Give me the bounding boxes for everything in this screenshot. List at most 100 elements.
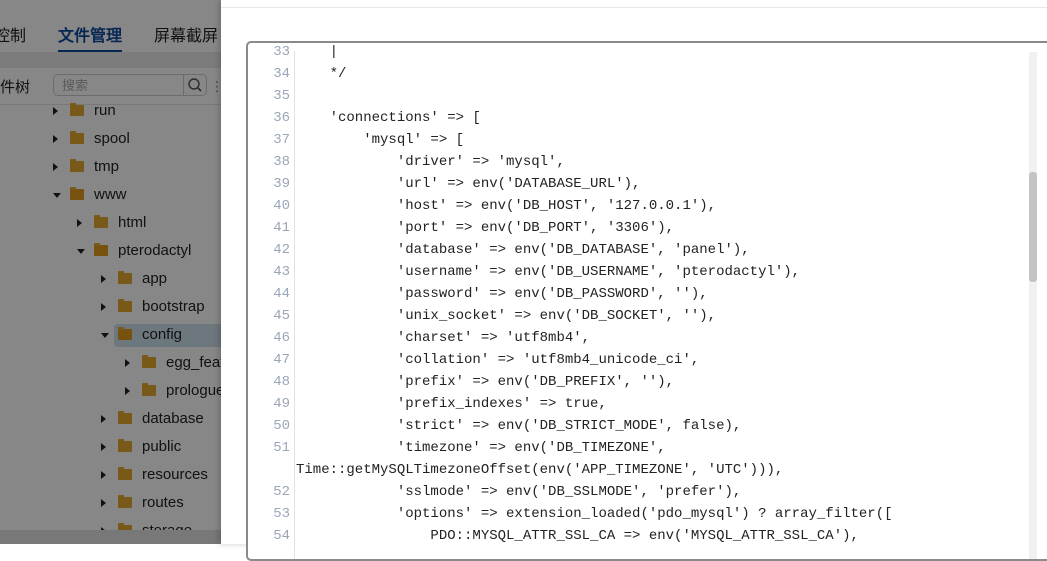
tree-item-label: run (94, 102, 116, 119)
line-number: 53 (273, 506, 290, 522)
folder-icon (118, 271, 132, 284)
modal-overlay[interactable] (0, 0, 221, 544)
tree-item-routes[interactable]: routes (0, 489, 260, 517)
tree-item-spool[interactable]: spool (0, 125, 260, 153)
line-text: 'connections' => [ (296, 110, 481, 126)
tree-item-public[interactable]: public (0, 433, 260, 461)
tab-control[interactable]: 控制 (0, 28, 27, 45)
tree-item-resources[interactable]: resources (0, 461, 260, 489)
vertical-scrollbar[interactable] (1029, 52, 1037, 559)
search-button[interactable] (183, 75, 206, 95)
line-number: 34 (273, 66, 290, 82)
caret-right-icon[interactable] (125, 359, 130, 367)
caret-down-icon[interactable] (53, 193, 61, 198)
bottom-band (0, 530, 260, 544)
caret-right-icon[interactable] (101, 499, 106, 507)
code-line: 41 'port' => env('DB_PORT', '3306'), (248, 217, 1038, 239)
caret-right-icon[interactable] (101, 415, 106, 423)
code-line: Time::getMySQLTimezoneOffset(env('APP_TI… (248, 459, 1038, 481)
tree-item-run[interactable]: run (0, 97, 260, 125)
caret-right-icon[interactable] (53, 135, 58, 143)
caret-right-icon[interactable] (53, 107, 58, 115)
folder-open-icon (118, 327, 132, 340)
code-line: 38 'driver' => 'mysql', (248, 151, 1038, 173)
tree-item-label: database (142, 410, 204, 427)
line-text: 'unix_socket' => env('DB_SOCKET', ''), (296, 308, 717, 324)
caret-down-icon[interactable] (77, 249, 85, 254)
tree-item-label: app (142, 270, 168, 287)
line-number: 38 (273, 154, 290, 170)
folder-icon (70, 159, 84, 172)
line-text: 'username' => env('DB_USERNAME', 'pterod… (296, 264, 801, 280)
toolbar-band (0, 52, 260, 68)
line-text: 'collation' => 'utf8mb4_unicode_ci', (296, 352, 700, 368)
line-number: 42 (273, 242, 290, 258)
line-text: 'database' => env('DB_DATABASE', 'panel'… (296, 242, 750, 258)
line-number: 54 (273, 528, 290, 544)
folder-icon (118, 439, 132, 452)
tree-item-label: public (142, 438, 182, 455)
caret-right-icon[interactable] (101, 443, 106, 451)
line-text: */ (296, 66, 347, 82)
caret-down-icon[interactable] (101, 333, 109, 338)
tree-item-label: pterodactyl (118, 242, 192, 259)
folder-icon (70, 103, 84, 116)
tree-item-label: config (142, 326, 183, 343)
tree-item-label: html (118, 214, 147, 231)
line-number: 37 (273, 132, 290, 148)
line-number: 52 (273, 484, 290, 500)
file-manager-panel: 控制 文件管理 屏幕截屏 件树 ⋮ runspooltmpwwwhtmlpter… (0, 0, 260, 544)
scrollbar-thumb[interactable] (1029, 172, 1037, 282)
line-number: 48 (273, 374, 290, 390)
line-text: 'password' => env('DB_PASSWORD', ''), (296, 286, 708, 302)
code-line: 45 'unix_socket' => env('DB_SOCKET', '')… (248, 305, 1038, 327)
line-text: 'mysql' => [ (296, 132, 465, 148)
tree-item-tmp[interactable]: tmp (0, 153, 260, 181)
caret-right-icon[interactable] (101, 275, 106, 283)
line-number: 49 (273, 396, 290, 412)
tab-screenshot[interactable]: 屏幕截屏 (154, 28, 219, 45)
caret-right-icon[interactable] (101, 471, 106, 479)
line-number: 50 (273, 418, 290, 434)
folder-open-icon (94, 243, 108, 256)
line-number: 51 (273, 440, 290, 456)
code-line: 48 'prefix' => env('DB_PREFIX', ''), (248, 371, 1038, 393)
line-number: 40 (273, 198, 290, 214)
line-text: PDO::MYSQL_ATTR_SSL_CA => env('MYSQL_ATT… (296, 528, 859, 544)
caret-right-icon[interactable] (53, 163, 58, 171)
drawer-header-divider (221, 7, 1047, 8)
caret-right-icon[interactable] (125, 387, 130, 395)
folder-open-icon (70, 187, 84, 200)
folder-icon (118, 411, 132, 424)
tree-item-www[interactable]: www (0, 181, 260, 209)
code-line: 50 'strict' => env('DB_STRICT_MODE', fal… (248, 415, 1038, 437)
line-number: 39 (273, 176, 290, 192)
line-text: 'strict' => env('DB_STRICT_MODE', false)… (296, 418, 742, 434)
tree-item-egg-feat[interactable]: egg_feat (0, 349, 260, 377)
caret-right-icon[interactable] (101, 303, 106, 311)
folder-icon (70, 131, 84, 144)
caret-right-icon[interactable] (77, 219, 82, 227)
tree-item-app[interactable]: app (0, 265, 260, 293)
more-icon[interactable]: ⋮ (210, 78, 224, 94)
tree-item-pterodactyl[interactable]: pterodactyl (0, 237, 260, 265)
line-text: 'port' => env('DB_PORT', '3306'), (296, 220, 675, 236)
folder-icon (118, 495, 132, 508)
tab-file-manager[interactable]: 文件管理 (58, 22, 123, 52)
tree-search (53, 74, 207, 96)
line-text: 'host' => env('DB_HOST', '127.0.0.1'), (296, 198, 717, 214)
tree-item-bootstrap[interactable]: bootstrap (0, 293, 260, 321)
tree-item-database[interactable]: database (0, 405, 260, 433)
code-line: 43 'username' => env('DB_USERNAME', 'pte… (248, 261, 1038, 283)
code-line: 34 */ (248, 63, 1038, 85)
tree-item-prologue[interactable]: prologue (0, 377, 260, 405)
line-number: 47 (273, 352, 290, 368)
tree-item-html[interactable]: html (0, 209, 260, 237)
code-line: 49 'prefix_indexes' => true, (248, 393, 1038, 415)
tree-item-label: prologue (166, 382, 225, 399)
search-input[interactable] (54, 75, 182, 95)
folder-icon (142, 355, 156, 368)
